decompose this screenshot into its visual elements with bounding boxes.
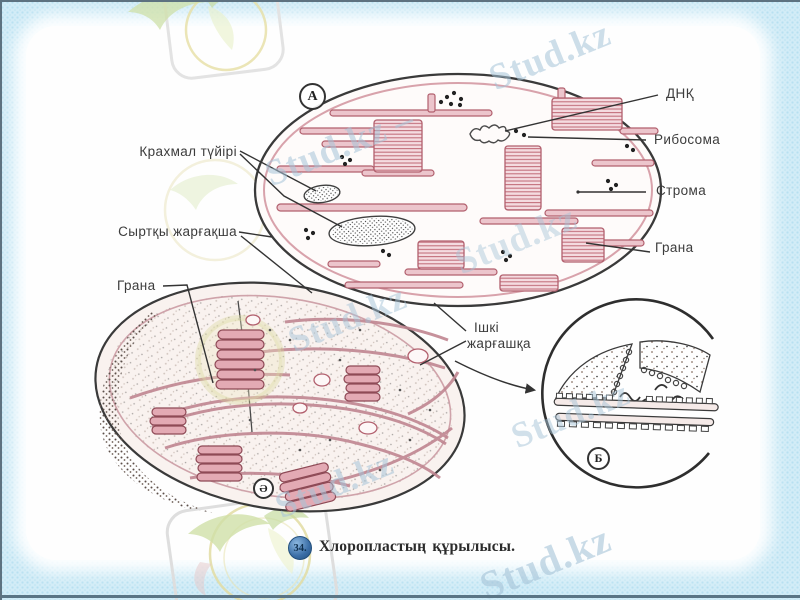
membrane-beads xyxy=(610,348,688,396)
label-inner-membrane-line1: Ішкі xyxy=(474,320,500,335)
studkz-logo-icon xyxy=(128,0,285,80)
figure-number-badge: 34. xyxy=(288,536,312,560)
label-dna: ДНҚ xyxy=(666,86,694,101)
leader-line-inner-membrane-2 xyxy=(419,340,467,366)
figure-caption: Хлоропластың құрылысы. xyxy=(319,538,516,555)
label-ribosome: Рибосома xyxy=(654,132,721,147)
grana-stacks-3d xyxy=(149,315,381,512)
shell-crescent xyxy=(99,312,214,513)
leader-line-outer-membrane-1 xyxy=(238,231,273,238)
label-outer-membrane: Сыртқы жарғақша xyxy=(118,224,237,239)
beaded-strips xyxy=(553,392,719,433)
cutaway-diagram-a2 xyxy=(94,281,466,513)
label-grana-left: Грана xyxy=(117,278,156,293)
vesicles xyxy=(245,314,429,435)
ellipse-diagram-a xyxy=(253,72,663,308)
stroma-pointer-dot xyxy=(576,190,580,194)
leader-line-ribosome xyxy=(527,136,647,141)
starch-grain xyxy=(328,215,416,247)
leader-line-outer-membrane-2 xyxy=(240,235,313,294)
leader-line-dna xyxy=(504,94,659,132)
leader-line-starch-2 xyxy=(239,153,343,228)
frame-edge-top xyxy=(0,0,800,2)
section-marker-a2: Ә xyxy=(253,478,274,499)
grana-stacks xyxy=(373,97,623,292)
interior-lamellae xyxy=(129,317,460,490)
speckles xyxy=(248,328,432,472)
leader-line-grana-right xyxy=(585,242,651,253)
magnifier-circle-b xyxy=(541,298,719,489)
section-marker-b: Б xyxy=(587,447,610,470)
frame-edge-left xyxy=(0,0,2,600)
label-grana-right: Грана xyxy=(655,240,694,255)
label-inner-membrane: Ішкі жарғашқа xyxy=(467,320,531,352)
magnification-arrow xyxy=(454,360,537,394)
dna-squiggle xyxy=(469,124,511,144)
section-marker-a: А xyxy=(299,83,326,110)
label-starch-grain: Крахмал түйірі xyxy=(139,144,237,159)
leader-line-starch-1 xyxy=(239,150,317,192)
ribosome-dots xyxy=(303,90,636,263)
leader-line-grana-left xyxy=(162,284,214,384)
leader-lines xyxy=(162,94,659,394)
label-stroma: Строма xyxy=(656,183,707,198)
label-inner-membrane-line2: жарғашқа xyxy=(467,335,531,351)
frame-edge-bottom xyxy=(0,595,800,598)
leader-line-inner-membrane-1 xyxy=(433,302,467,332)
